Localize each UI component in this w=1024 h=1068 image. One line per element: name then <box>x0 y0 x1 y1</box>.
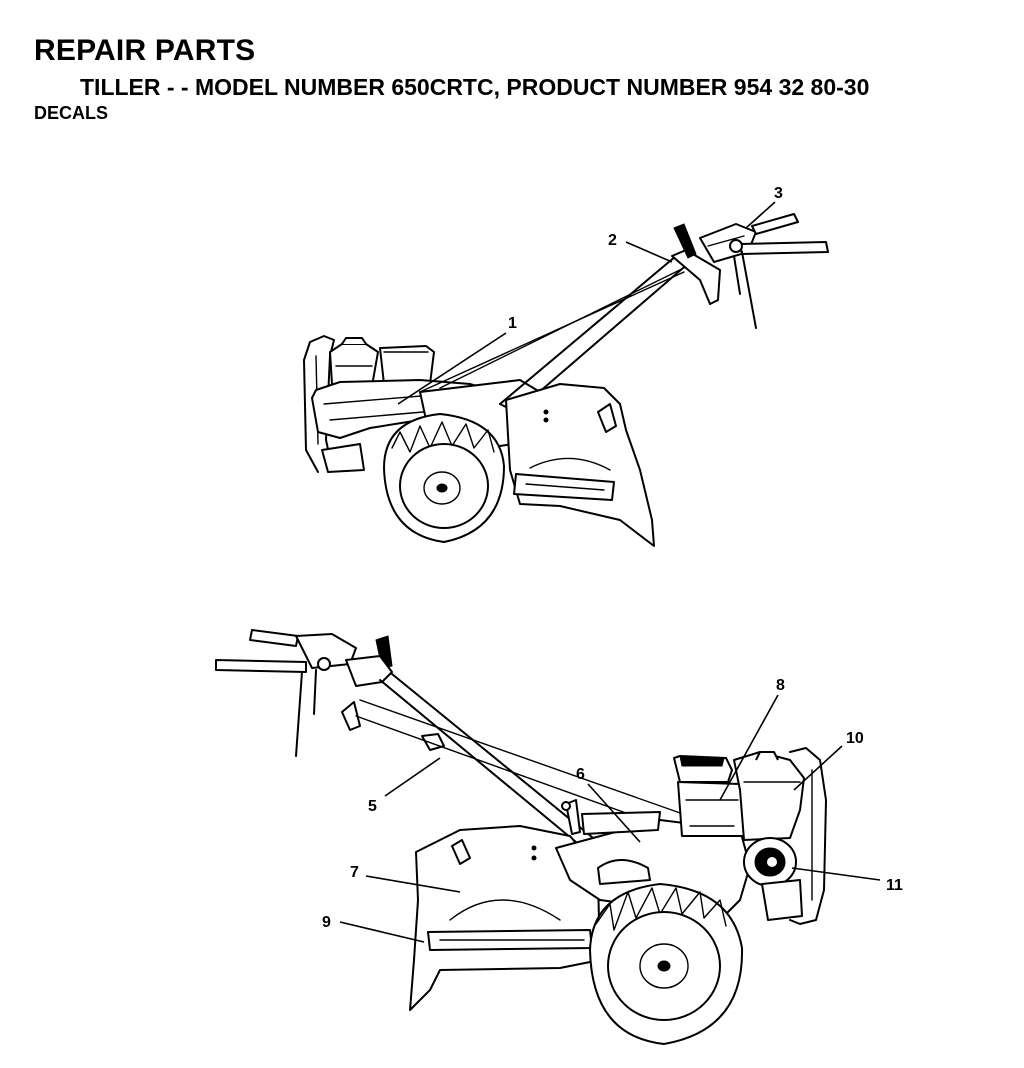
callout-3: 3 <box>774 185 783 202</box>
section-heading: DECALS <box>34 103 109 123</box>
callout-5: 5 <box>368 798 377 815</box>
leader-1 <box>397 332 507 405</box>
leader-3 <box>745 201 776 229</box>
callout-10: 10 <box>846 730 864 747</box>
leader-7 <box>365 875 461 893</box>
callout-7: 7 <box>350 864 359 881</box>
tiller-illustration-bottom <box>215 629 827 1045</box>
leader-6 <box>587 783 641 843</box>
callout-1: 1 <box>508 315 517 332</box>
page-title: REPAIR PARTS <box>34 34 256 67</box>
callout-8: 8 <box>776 677 785 694</box>
leader-8 <box>719 694 779 801</box>
leader-5 <box>384 757 441 797</box>
callout-9: 9 <box>322 914 331 931</box>
callout-2: 2 <box>608 232 617 249</box>
callout-6: 6 <box>576 766 585 783</box>
callout-leaders <box>339 201 881 943</box>
model-subtitle: TILLER - - MODEL NUMBER 650CRTC, PRODUCT… <box>80 74 870 100</box>
callout-11: 11 <box>886 877 903 894</box>
leader-9 <box>339 921 425 943</box>
tiller-illustration-top <box>303 213 829 547</box>
leader-11 <box>791 867 881 881</box>
leader-10 <box>793 745 843 791</box>
leader-2 <box>625 241 673 263</box>
